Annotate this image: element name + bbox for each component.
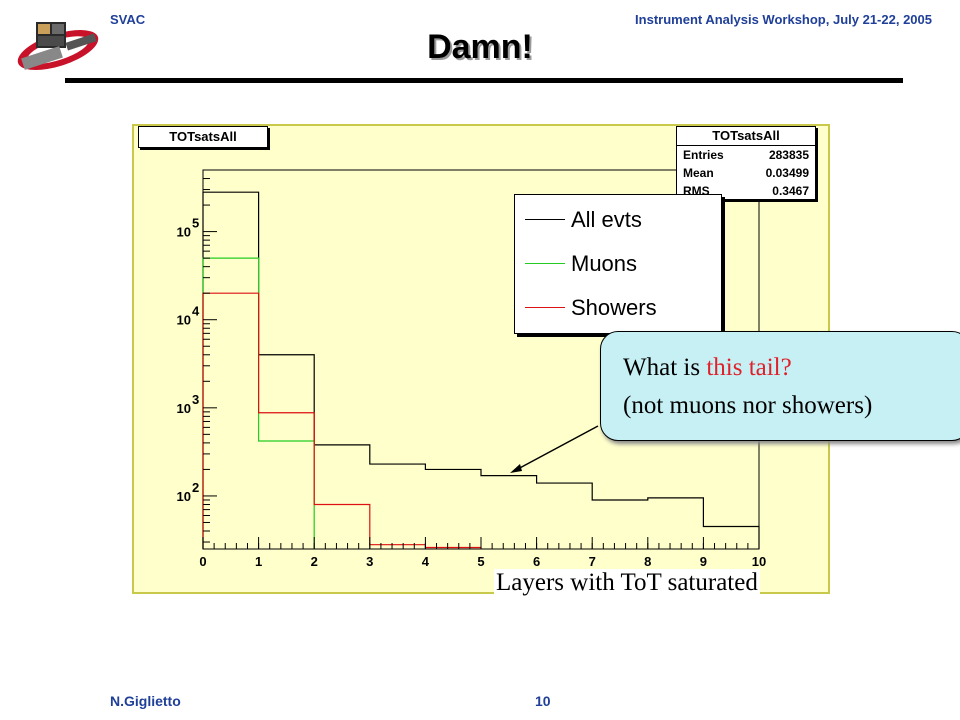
x-tick-label: 5 [477, 554, 484, 569]
callout-highlight: this tail? [706, 354, 792, 381]
stats-row-mean: Mean 0.03499 [677, 164, 815, 182]
legend-label: Showers [571, 295, 657, 320]
legend-label: Muons [571, 251, 638, 276]
y-tick-exponent: 3 [192, 392, 199, 407]
x-tick-label: 3 [366, 554, 373, 569]
x-tick-label: 2 [311, 554, 318, 569]
stats-value: 0.3467 [772, 184, 809, 198]
legend-entry-muons: Muons [515, 245, 721, 281]
legend: All evts Muons Showers [514, 194, 722, 334]
stats-label: Mean [683, 166, 714, 180]
stats-value: 283835 [768, 148, 809, 162]
x-tick-label: 1 [255, 554, 262, 569]
y-tick-label: 10 [177, 489, 191, 504]
legend-label: All evts [571, 207, 642, 232]
legend-entry-showers: Showers [515, 289, 721, 325]
stats-row-entries: Entries 283835 [677, 146, 815, 164]
stats-value: 0.03499 [765, 166, 809, 180]
slide-title: Damn! [427, 28, 533, 66]
y-tick-label: 10 [177, 313, 191, 328]
y-tick-label: 10 [177, 401, 191, 416]
histogram-title: TOTsatsAll [138, 126, 268, 148]
legend-entry-all: All evts [515, 201, 721, 237]
callout-line-2: (not muons nor showers) [623, 392, 873, 419]
legend-line-all [525, 219, 565, 220]
glast-satellite-logo [17, 22, 99, 71]
tail-callout: What is this tail? (not muons nor shower… [600, 331, 960, 441]
footer-page-number: 10 [535, 693, 551, 709]
x-tick-label: 7 [589, 554, 596, 569]
stats-box: TOTsatsAll Entries 283835 Mean 0.03499 R… [676, 126, 816, 200]
legend-line-muons [525, 263, 565, 264]
x-tick-label: 9 [700, 554, 707, 569]
x-tick-label: 6 [533, 554, 540, 569]
x-tick-label: 4 [422, 554, 430, 569]
series-line-all-evts [202, 191, 760, 549]
series-line-showers [202, 292, 482, 549]
x-axis-label: Layers with ToT saturated [494, 569, 760, 597]
legend-line-showers [525, 307, 565, 308]
y-tick-label: 10 [177, 225, 191, 240]
y-tick-exponent: 2 [192, 480, 199, 495]
callout-line-1: What is this tail? [623, 354, 792, 382]
header-right-text: Instrument Analysis Workshop, July 21-22… [635, 12, 932, 27]
x-tick-label: 8 [644, 554, 651, 569]
title-rule [65, 78, 903, 83]
stats-title: TOTsatsAll [677, 127, 815, 146]
footer-author: N.Giglietto [110, 693, 181, 709]
stats-label: Entries [683, 148, 724, 162]
y-tick-exponent: 4 [192, 304, 200, 319]
callout-prefix: What is [623, 354, 707, 381]
x-tick-label: 0 [199, 554, 206, 569]
header-left-text: SVAC [110, 12, 146, 27]
y-tick-exponent: 5 [192, 216, 199, 231]
x-tick-label: 10 [752, 554, 766, 569]
